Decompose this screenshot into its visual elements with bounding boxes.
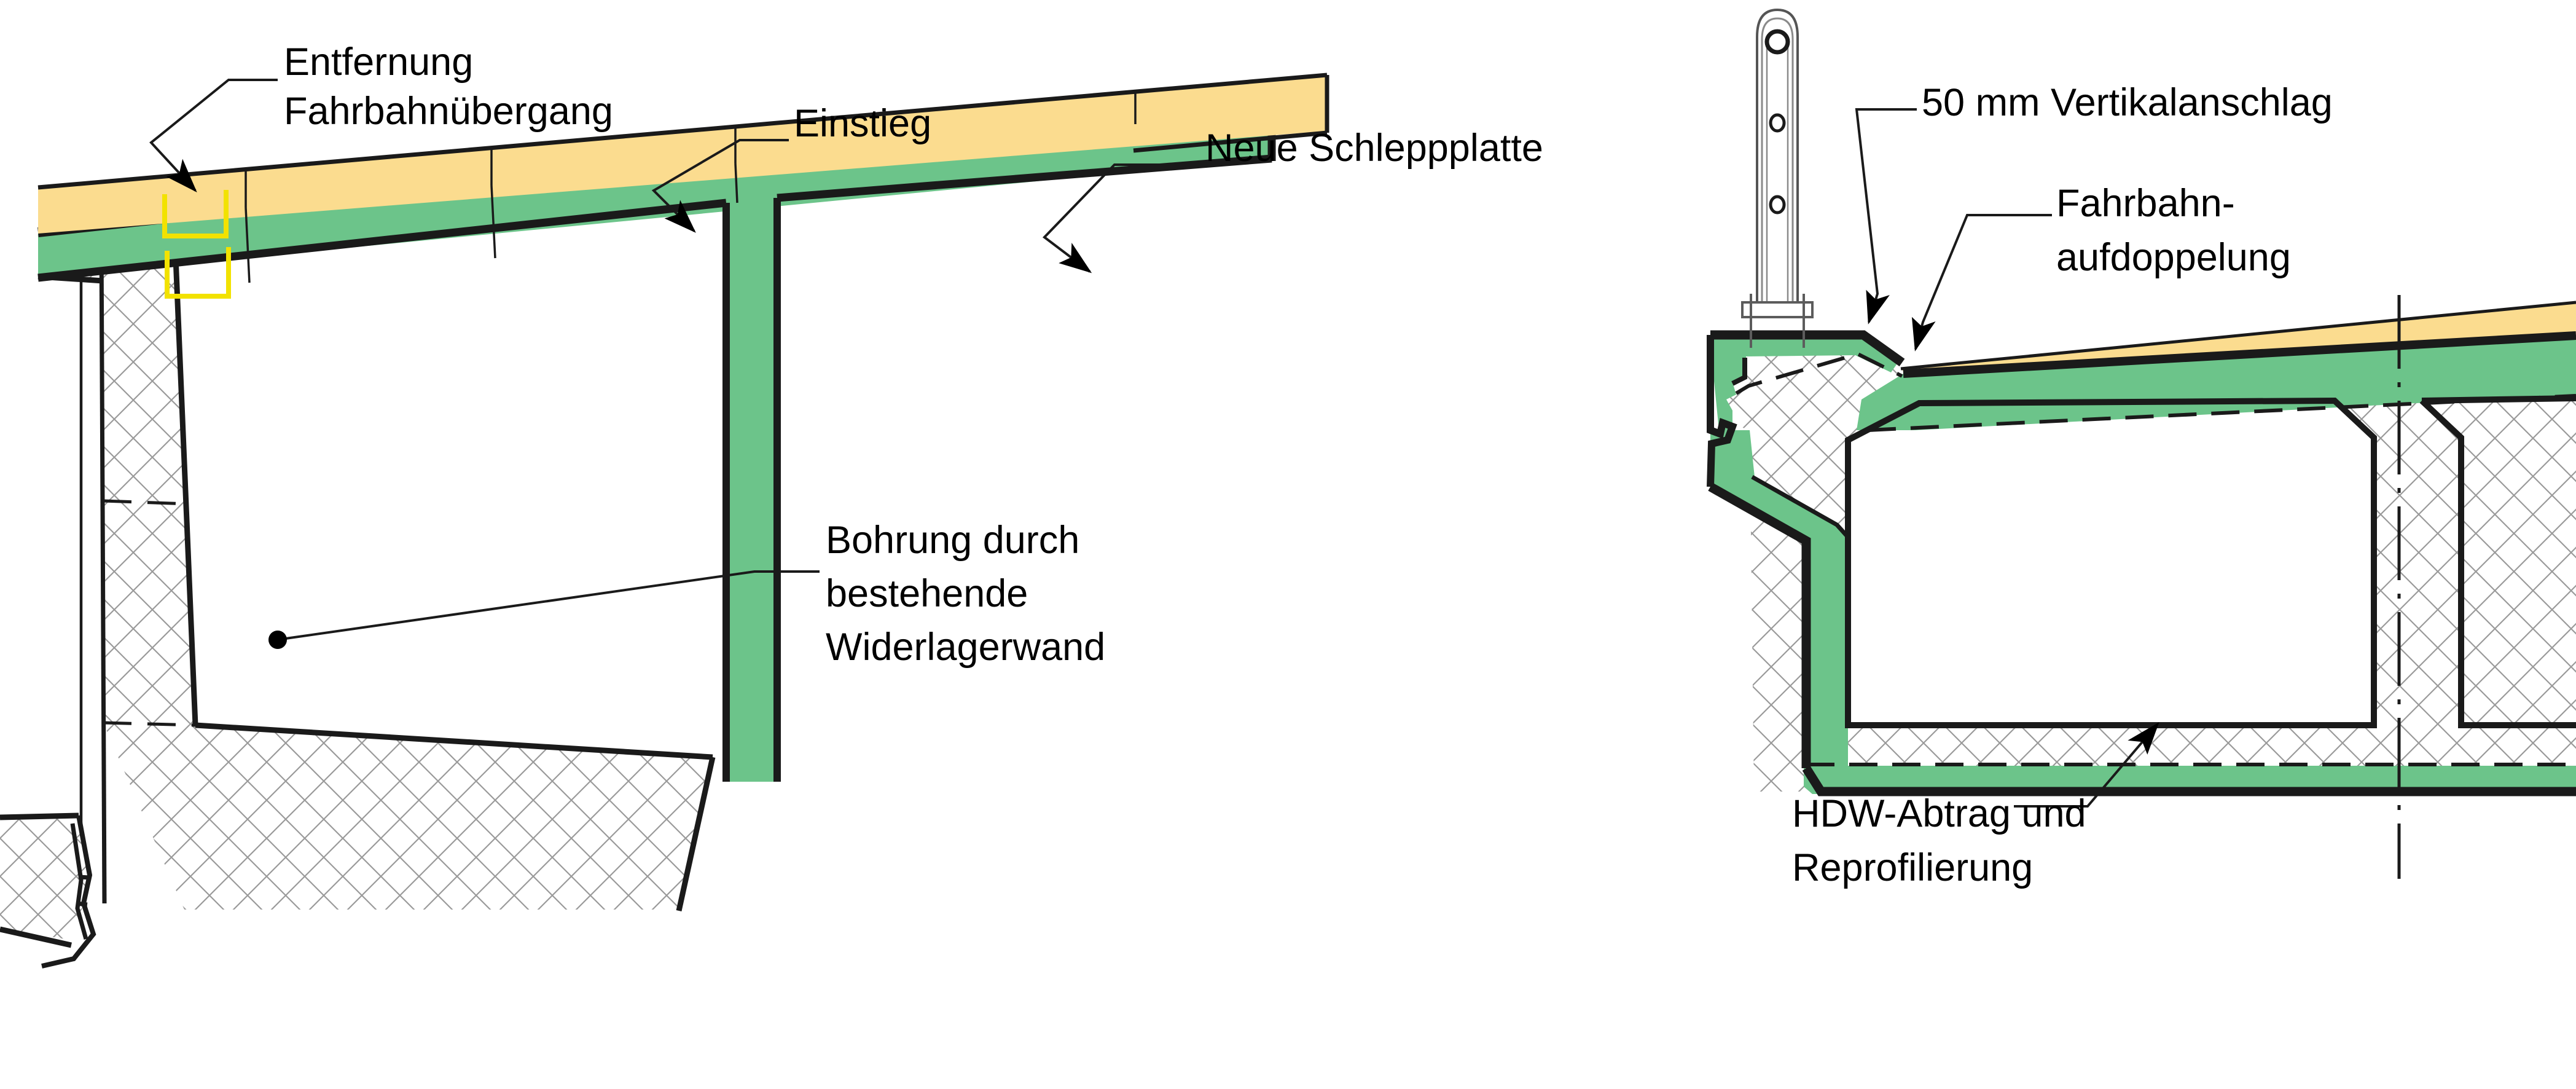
- label-entfernung-line-1: Entfernung: [284, 41, 473, 84]
- post-hole-mid: [1769, 113, 1786, 133]
- labels-left: Entfernung Fahrbahnübergang Einstieg Neu…: [284, 41, 1543, 669]
- label-fahrbahnaufdoppelung-line-2: aufdoppelung: [2056, 236, 2291, 279]
- abutment-outlines: [103, 243, 716, 911]
- existing-wall-face-strip: [79, 239, 107, 904]
- post-base-plate: [1741, 301, 1814, 318]
- leader-lines-right: [1855, 108, 2159, 808]
- abutment-wall: [103, 241, 713, 910]
- label-bohrung-line-2: bestehende: [826, 572, 1028, 615]
- label-vertikalanschlag: 50 mm Vertikalanschlag: [1922, 81, 2333, 124]
- label-fahrbahnaufdoppelung-line-1: Fahrbahn-: [2056, 182, 2235, 225]
- deck-joint-lines: [245, 163, 738, 283]
- right-view-group: 50 mm Vertikalanschlag Fahrbahn- aufdopp…: [1707, 8, 2576, 889]
- label-bohrung-line-1: Bohrung durch: [826, 519, 1079, 562]
- label-einstieg: Einstieg: [794, 102, 931, 145]
- roadway-overlay-right: [1900, 301, 2576, 372]
- box-girder-concrete: [1720, 332, 2576, 792]
- label-bohrung-line-3: Widerlagerwand: [826, 626, 1105, 669]
- post-hole-top: [1764, 29, 1790, 55]
- left-view-group: Entfernung Fahrbahnübergang Einstieg Neu…: [0, 41, 1543, 969]
- expansion-joint-removal-marker: [162, 190, 231, 299]
- wing-wall-block: [0, 812, 96, 969]
- post-hole-low: [1769, 195, 1786, 214]
- railing-post: [1741, 8, 1814, 348]
- leader-lines-left: [149, 79, 1200, 649]
- labels-right: 50 mm Vertikalanschlag Fahrbahn- aufdopp…: [1792, 81, 2333, 889]
- label-neue-schleppplatte: Neue Schleppplatte: [1205, 127, 1543, 170]
- box-girder-outlines: [1707, 330, 2576, 796]
- label-hdw-abtrag-line-1: HDW-Abtrag und: [1792, 792, 2086, 835]
- label-entfernung-line-2: Fahrbahnübergang: [284, 90, 613, 133]
- label-hdw-abtrag-line-2: Reprofilierung: [1792, 846, 2033, 889]
- roadway-overlay-left: [37, 73, 1329, 234]
